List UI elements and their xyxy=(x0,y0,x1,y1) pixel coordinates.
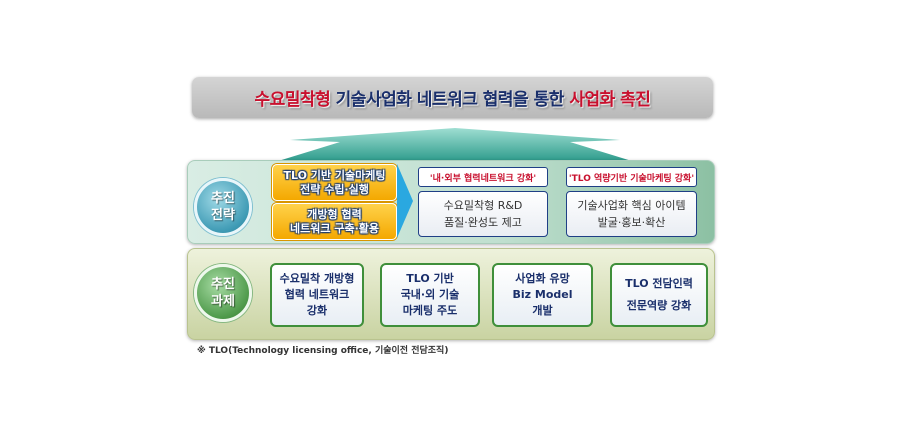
line: 품질·완성도 제고 xyxy=(444,216,522,229)
line: 국내·외 기술 xyxy=(400,288,460,301)
strategy-box: '내·외부 협력네트워크 강화' 수요밀착형 R&D 품질·완성도 제고 xyxy=(418,167,548,237)
line: 수요밀착 개방형 xyxy=(279,272,355,285)
box-header: '내·외부 협력네트워크 강화' xyxy=(418,167,548,187)
line: 개방형 협력 xyxy=(307,207,362,221)
up-arrow-icon xyxy=(275,128,635,162)
circle-label: 추진 xyxy=(211,277,235,292)
line: TLO 기반 기술마케팅 xyxy=(283,168,386,182)
line: 마케팅 주도 xyxy=(402,304,458,317)
line: Biz Model xyxy=(512,288,573,301)
task-box: 사업화 유망 Biz Model 개발 xyxy=(492,263,593,327)
tasks-circle: 추진 과제 xyxy=(194,264,252,322)
line: 개발 xyxy=(532,304,553,317)
line: 협력 네트워크 xyxy=(284,288,350,301)
right-arrow-icon xyxy=(397,164,413,238)
title-part2: 기술사업화 네트워크 협력을 통한 xyxy=(330,90,570,110)
line: 발굴·홍보·확산 xyxy=(597,216,666,229)
box-header: 'TLO 역량기반 기술마케팅 강화' xyxy=(566,167,697,187)
line: 강화 xyxy=(306,304,328,317)
line: 전문역량 강화 xyxy=(626,299,692,312)
line: 네트워크 구축·활용 xyxy=(290,221,379,235)
title-part3: 사업화 촉진 xyxy=(569,90,651,110)
circle-label: 전략 xyxy=(211,208,235,223)
main-goal-title: 수요밀착형 기술사업화 네트워크 협력을 통한 사업화 촉진 xyxy=(192,77,713,118)
line: TLO 전담인력 xyxy=(625,277,693,290)
circle-label: 추진 xyxy=(211,191,235,206)
box-body: 수요밀착형 R&D 품질·완성도 제고 xyxy=(418,191,548,237)
circle-label: 과제 xyxy=(211,294,235,309)
line: 수요밀착형 R&D xyxy=(443,199,523,212)
footnote: ※ TLO(Technology licensing office, 기술이전 … xyxy=(197,346,449,356)
title-part1: 수요밀착형 xyxy=(254,90,331,110)
line: TLO 기반 xyxy=(406,272,454,285)
line: 사업화 유망 xyxy=(515,272,570,285)
line: 전략 수립·실행 xyxy=(300,182,369,196)
line: 기술사업화 핵심 아이템 xyxy=(577,199,686,212)
strategy-circle: 추진 전략 xyxy=(194,178,252,236)
